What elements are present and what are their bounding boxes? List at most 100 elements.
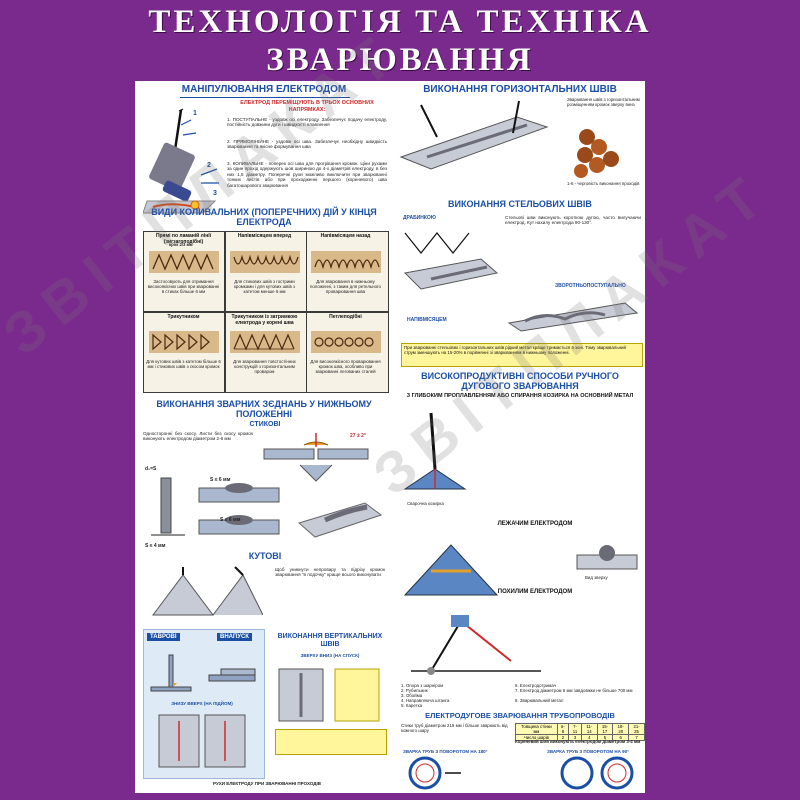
- ceiling-reverse-label: ЗВОРОТНЬОПОСТУПАЛЬНО: [555, 283, 626, 289]
- zigzag-pattern-illustration: [149, 251, 219, 273]
- oscillation-col3-text: Для зварювання в нижньому положенні, з т…: [310, 279, 381, 294]
- table-row-label: Товщина стінки мм: [515, 723, 558, 735]
- electrode-manipulation-illustration: 1 2 3: [143, 108, 219, 214]
- vertical-yellow-note: [275, 729, 387, 755]
- manipulation-item-1: 1. ПОСТУПАЛЬНЕ - уздовж осі електроду. З…: [227, 117, 387, 128]
- oscillation-row-divider: [143, 311, 389, 313]
- vertical-seams-title: ВИКОНАННЯ ВЕРТИКАЛЬНИХ ШВІВ: [277, 633, 383, 648]
- svg-text:3: 3: [213, 190, 217, 197]
- table-cell: 4: [581, 734, 598, 741]
- table-cell: 18-20: [612, 723, 630, 735]
- triangle-pattern-illustration: [149, 331, 219, 353]
- loop-pattern-illustration: [311, 331, 381, 353]
- lying-electrode-label: ЛЕЖАЧИМ ЕЛЕКТРОДОМ: [497, 521, 573, 527]
- tee-lap-illustration: [150, 654, 256, 692]
- rig-part-3: 3. Обойма: [401, 693, 423, 698]
- electrode-moves-title: РУХИ ЕЛЕКТРОДУ ПРИ ЗВАРЮВАННІ ПРОХОДІВ: [213, 781, 321, 786]
- bead-profile-illustration: [198, 483, 280, 535]
- corner-joints-label: КУТОВІ: [248, 551, 282, 561]
- crescent-forward-pattern-illustration: [230, 251, 300, 273]
- s-le-6-label-2: S ≤ 6 мм: [220, 517, 241, 523]
- rig-part-4: 4. Направляюча штанга: [401, 698, 450, 703]
- horizontal-note: Зварювання швів з горизонтальним розміще…: [567, 97, 640, 107]
- rig-part-1: 1. Опора з шарніром: [401, 683, 444, 688]
- ceiling-yellow-note-box: [401, 343, 643, 367]
- svg-text:1: 1: [193, 110, 197, 117]
- horizontal-passes-note: 1-6 - черговість виконання проходів: [567, 181, 640, 186]
- high-productivity-title: ВИСОКОПРОДУКТИВНІ СПОСОБИ РУЧНОГО ДУГОВО…: [421, 371, 619, 391]
- oscillation-r2c3-header: Петлеподібні: [329, 314, 362, 320]
- manipulation-subtitle: ЕЛЕКТРОД ПЕРЕМІЩУЮТЬ В ТРЬОХ ОСНОВНИХ НА…: [240, 100, 374, 113]
- ceiling-yellow-note: При зварюванні стельових і горизонтальни…: [404, 345, 626, 355]
- pipe-table-note: Кореневий шов виконують електродом діаме…: [515, 739, 641, 744]
- triangle-delay-pattern-illustration: [230, 331, 300, 353]
- oscillation-col2-text: Для стикових швів з гострими кромками і …: [233, 279, 296, 294]
- angle-label: 27 ± 2°: [350, 433, 366, 439]
- table-cell: 7: [628, 734, 645, 741]
- butt-bead-3d-illustration: [297, 502, 383, 538]
- pipe-90-illustration: [560, 756, 634, 790]
- ceiling-ladder-label: ДРАБИНКОЮ: [403, 215, 436, 221]
- tee-joint-label: ТАВРОВІ: [147, 633, 180, 641]
- table-cell: 7-11: [567, 723, 583, 735]
- butt-joint-illustration: [263, 433, 369, 482]
- lying-electrode-section: [576, 545, 638, 570]
- inclined-electrode-rig-illustration: [411, 615, 541, 675]
- pipe-180-label: ЗВАРКА ТРУБ З ПОВОРОТОМ НА 180°: [403, 749, 488, 754]
- crescent-backward-pattern-illustration: [311, 251, 381, 273]
- oscillation-col3-header: Напівмісяцем назад: [320, 233, 371, 239]
- pipe-text: Стики труб діаметром 219 мм і більше зва…: [401, 723, 508, 733]
- oscillation-col1-header: Прямі по ламаній лінії (зигзагоподібні): [155, 233, 212, 245]
- corner-joint-illustration: [152, 566, 263, 616]
- rig-part-2: 2. Рубильник: [401, 688, 428, 693]
- ceiling-crescent-label: НАПІВМІСЯЦЕМ: [407, 317, 447, 323]
- divider: [180, 97, 350, 98]
- inclined-electrode-label: ПОХИЛИМ ЕЛЕКТРОДОМ: [497, 589, 573, 595]
- pipe-welding-title: ЕЛЕКТРОДУГОВЕ ЗВАРЮВАННЯ ТРУБОПРОВОДІВ: [425, 711, 615, 720]
- lap-joint-label: ВНАПУСК: [217, 633, 252, 641]
- top-view-label: Вид зверху: [585, 575, 608, 580]
- high-productivity-subtitle: З ГЛИБОКИМ ПРОПЛАВЛЕННЯМ АБО СПИРАННЯ КО…: [406, 393, 634, 399]
- oscillation-r2c2-text: Для зварювання товстостінних конструкцій…: [233, 359, 296, 374]
- lying-electrode-illustration: [403, 544, 499, 596]
- ceiling-title: ВИКОНАННЯ СТЕЛЬОВИХ ШВІВ: [448, 199, 592, 209]
- ceiling-seam-illustration: [403, 232, 499, 290]
- horizontal-title: ВИКОНАННЯ ГОРИЗОНТАЛЬНИХ ШВІВ: [423, 84, 617, 95]
- table-cell: 21-25: [628, 723, 645, 735]
- ceiling-text: Стельові шви виконують короткою дугою, ч…: [505, 215, 641, 226]
- vertical-down-subtitle: ЗВЕРХУ ВНИЗ (НА СПУСК): [300, 653, 360, 658]
- oscillation-col1-text: Застосовують для отримання високоякісних…: [147, 279, 220, 294]
- oscillation-col2-header: Напівмісяцем вперед: [237, 233, 292, 239]
- oscillation-r2c1-header: Трикутником: [167, 314, 200, 320]
- s-le-4-label: S ≤ 4 мм: [145, 543, 166, 549]
- deep-penetration-illustration: [403, 412, 467, 490]
- pipe-90-label: ЗВАРКА ТРУБ З ПОВОРОТОМ НА 90°: [547, 749, 629, 754]
- vertical-up-subtitle: ЗНИЗУ ВВЕРХ (НА ПІДЙОМ): [171, 701, 233, 706]
- table-cell: 6-8: [556, 723, 569, 735]
- vertical-up-illustration: [158, 714, 246, 768]
- poster-content: МАНІПУЛЮВАННЯ ЕЛЕКТРОДОМ 1 2 3 ЕЛЕКТРОД …: [135, 81, 645, 793]
- table-cell: 2: [556, 734, 569, 741]
- poster-title-line1: ТЕХНОЛОГІЯ ТА ТЕХНІКА: [148, 4, 652, 40]
- rig-part-5: 5. Каретка: [401, 703, 423, 708]
- vertical-down-illustration: [278, 668, 380, 722]
- s-le-6-label: S ≤ 6 мм: [210, 477, 231, 483]
- manipulation-item-3: 3. КОЛИВАЛЬНЕ - поперек осі шва для прог…: [227, 161, 387, 188]
- oscillation-r2c2-header: Трикутником із затримкою електрода у кор…: [231, 314, 298, 326]
- manipulation-item-2: 2. ПРЯМОЛІНІЙНЕ - уздовж осі шва. Забезп…: [227, 139, 387, 150]
- table-cell: 15-17: [596, 723, 614, 735]
- corner-joints-text: Щоб уникнути непровару та підрізу кромок…: [275, 567, 385, 578]
- horizontal-passes-illustration: [574, 129, 619, 178]
- rig-part-7: 7. Електрод діаметром 6 мм завдовжки не …: [515, 688, 633, 693]
- pipe-180-illustration: [408, 756, 461, 790]
- rig-part-8: 8. Зварювальний метал: [515, 698, 564, 703]
- side-view-label: Сварочна козирка: [407, 501, 444, 506]
- oscillation-r2c3-text: Для високоякісного проварювання кромок ш…: [310, 359, 381, 374]
- table-cell: 11-14: [581, 723, 598, 735]
- lower-position-title: ВИКОНАННЯ ЗВАРНИХ ЗЄДНАНЬ У НИЖНЬОМУ ПОЛ…: [156, 399, 372, 419]
- poster-title-line2: ЗВАРЮВАННЯ: [266, 42, 534, 78]
- oscillation-r2c1-text: Для кутових швів з катетом більше 6 мм і…: [146, 359, 221, 369]
- electrode-diameter-illustration: [151, 477, 185, 536]
- oscillation-step-label: крок 2/3 мм: [169, 242, 193, 247]
